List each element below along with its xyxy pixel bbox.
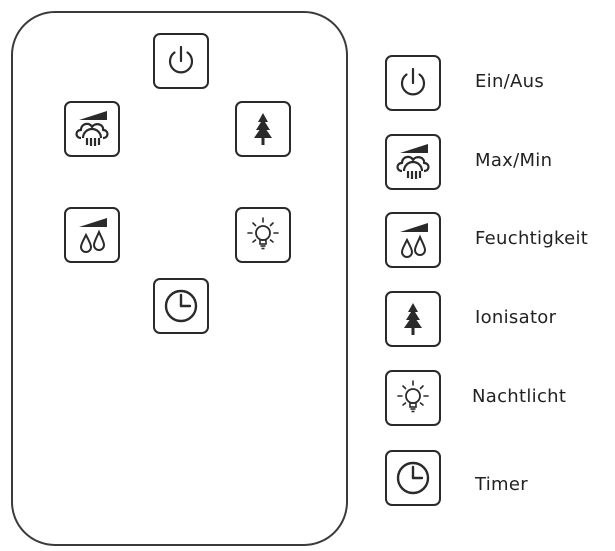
legend-item-power: Ein/Aus xyxy=(385,55,610,111)
timer-clock-icon xyxy=(391,456,435,500)
humidity-button[interactable] xyxy=(64,207,120,263)
legend-item-night-light: Nachtlicht xyxy=(385,370,610,426)
power-icon xyxy=(159,39,203,83)
timer-button[interactable] xyxy=(153,278,209,334)
night-light-button[interactable] xyxy=(235,207,291,263)
timer-clock-icon xyxy=(159,284,203,328)
legend-ionizer-button xyxy=(385,291,441,347)
night-light-icon xyxy=(391,376,435,420)
legend-label: Ionisator xyxy=(475,307,557,328)
fan-speed-button[interactable] xyxy=(64,101,120,157)
power-button[interactable] xyxy=(153,33,209,89)
power-icon xyxy=(391,61,435,105)
legend-label: Timer xyxy=(475,474,528,495)
legend-label: Ein/Aus xyxy=(475,71,545,92)
legend-item-timer: Timer xyxy=(385,450,610,506)
fan-speed-icon xyxy=(70,107,114,151)
legend-item-ionizer: Ionisator xyxy=(385,291,610,347)
humidity-icon xyxy=(391,218,435,262)
legend-timer-button xyxy=(385,450,441,506)
fan-speed-icon xyxy=(391,140,435,184)
ionizer-tree-icon xyxy=(391,297,435,341)
ionizer-tree-icon xyxy=(241,107,285,151)
night-light-icon xyxy=(241,213,285,257)
ionizer-button[interactable] xyxy=(235,101,291,157)
legend-power-button xyxy=(385,55,441,111)
legend-humidity-button xyxy=(385,212,441,268)
legend-night-light-button xyxy=(385,370,441,426)
legend-fan-speed-button xyxy=(385,134,441,190)
legend-label: Feuchtigkeit xyxy=(475,228,589,249)
legend-item-humidity: Feuchtigkeit xyxy=(385,212,610,268)
legend-item-fan-speed: Max/Min xyxy=(385,134,610,190)
humidity-icon xyxy=(70,213,114,257)
legend-label: Nachtlicht xyxy=(472,386,567,407)
legend-label: Max/Min xyxy=(475,150,553,171)
